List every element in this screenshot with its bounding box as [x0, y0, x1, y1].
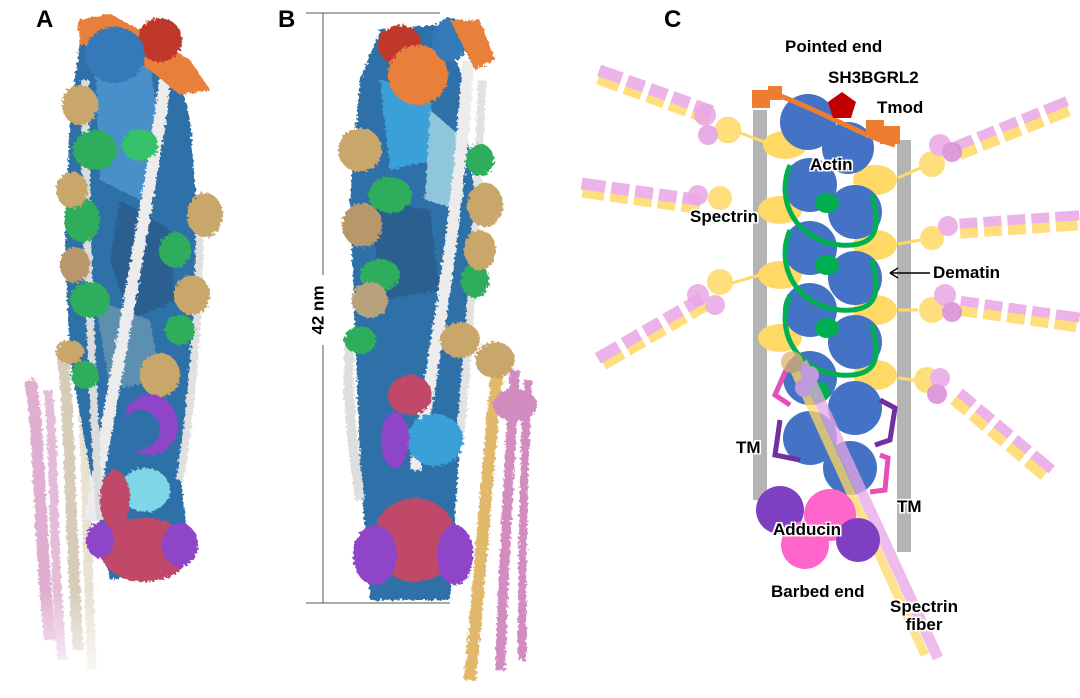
panel-label-a: A	[36, 6, 54, 33]
actin-complex-schematic	[580, 64, 1080, 661]
spectrin-binding-ovals	[731, 131, 921, 390]
panel-label-b: B	[278, 6, 296, 33]
label-spectrin: Spectrin	[690, 207, 759, 226]
tmod	[752, 86, 900, 148]
cryo-em-density-b	[306, 12, 537, 681]
label-tm-left: TM	[736, 438, 761, 457]
label-barbed-end: Barbed end	[771, 582, 865, 601]
scale-bar	[306, 12, 450, 604]
panel-b-density-map: 42 nm	[300, 0, 560, 698]
panel-c-schematic: Pointed end SH3BGRL2 Tmod Actin Spectrin…	[580, 0, 1080, 698]
sh3bgrl2-pentagon	[828, 92, 856, 118]
adducin	[756, 486, 880, 569]
tm-brackets	[771, 368, 898, 495]
label-actin: Actin	[810, 155, 853, 174]
spectrin-head-circles	[687, 104, 962, 404]
dematin-arrow	[889, 267, 930, 279]
scale-bar-label: 42 nm	[308, 285, 328, 335]
label-spectrin-fiber: Spectrin fiber	[890, 598, 958, 634]
label-sh3bgrl2: SH3BGRL2	[828, 68, 919, 87]
label-adducin: Adducin	[773, 520, 841, 539]
panel-label-c: C	[664, 6, 682, 33]
label-dematin: Dematin	[933, 263, 1001, 282]
label-spectrin-fiber-line1: Spectrin	[890, 597, 959, 616]
tropomyosin-right	[897, 140, 911, 552]
label-spectrin-fiber-line2: fiber	[905, 615, 943, 634]
spectrin-fiber	[781, 351, 943, 661]
label-tmod: Tmod	[877, 98, 924, 117]
spectrin-arms	[580, 64, 1080, 480]
label-pointed-end: Pointed end	[785, 37, 883, 56]
panel-a-density-map	[0, 0, 260, 698]
dematin	[782, 164, 879, 378]
cryo-em-density-a	[0, 14, 260, 698]
label-tm-right: TM	[897, 497, 922, 516]
